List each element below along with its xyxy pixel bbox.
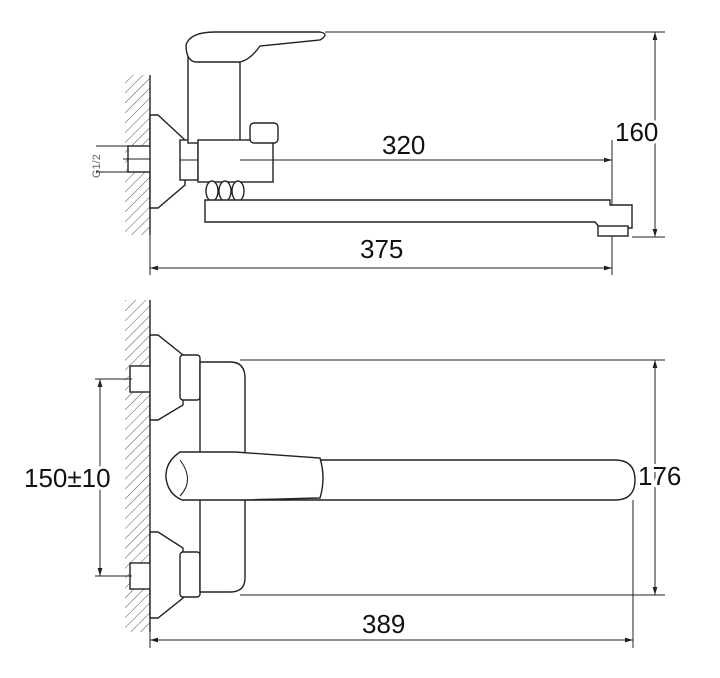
dimension-spout-reach: 320 bbox=[240, 130, 613, 205]
escutcheon bbox=[149, 114, 186, 209]
spout-aerator bbox=[597, 225, 629, 237]
diverter-knob bbox=[249, 122, 279, 144]
spout-top bbox=[239, 459, 636, 501]
lever-handle-top bbox=[165, 451, 324, 501]
lower-inlet bbox=[129, 531, 201, 619]
top-view: 176 150±10 389 bbox=[21, 300, 684, 648]
side-length-label: 375 bbox=[360, 234, 403, 264]
dimension-height: 160 bbox=[325, 31, 665, 238]
spout bbox=[204, 199, 633, 229]
dimension-total-length-side: 375 bbox=[149, 234, 613, 275]
width-label: 176 bbox=[638, 461, 681, 491]
spout-reach-label: 320 bbox=[382, 130, 425, 160]
centers-label: 150±10 bbox=[24, 463, 111, 493]
upper-inlet bbox=[129, 334, 201, 421]
mixer-body bbox=[187, 54, 241, 144]
thread-label: G1/2 bbox=[91, 154, 103, 178]
aerator-ring bbox=[205, 180, 245, 202]
dimension-width: 176 bbox=[240, 359, 684, 596]
side-view: G1/2 320 160 375 bbox=[91, 31, 665, 275]
dimension-total-length-top: 389 bbox=[149, 500, 634, 648]
lever-handle bbox=[185, 31, 326, 63]
diverter-block bbox=[197, 139, 274, 183]
dimension-centers: 150±10 bbox=[21, 378, 132, 577]
height-label: 160 bbox=[615, 117, 658, 147]
top-length-label: 389 bbox=[362, 609, 405, 639]
